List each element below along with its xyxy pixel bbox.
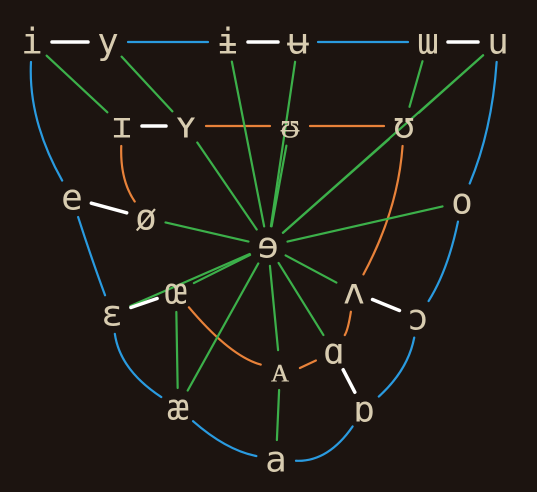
edge-orange-A-alpha: [298, 359, 318, 370]
edge-blue-e-epsilon: [77, 215, 107, 297]
edge-blue-epsilon-ae: [113, 332, 163, 399]
vowel-node-wedge: ʌ: [343, 272, 365, 313]
edge-white-epsilon-oe: [129, 296, 159, 310]
edge-green-i-I: [45, 54, 109, 114]
vowel-node-open_o: ɔ: [407, 298, 429, 339]
edge-green-u_bar-schwa: [269, 60, 297, 228]
vowel-node-epsilon: ɛ: [101, 294, 123, 335]
vowel-node-o_slash: ø: [135, 198, 157, 239]
edge-green-o-schwa: [286, 205, 444, 243]
vowel-node-U_bar: ᵿ: [280, 106, 300, 147]
edge-blue-open_o-turned_alpha: [377, 336, 416, 398]
vowel-node-schwa: ɘ: [257, 226, 279, 267]
edge-green-y-Y: [120, 55, 174, 113]
edge-orange-U-wedge: [362, 144, 404, 276]
edge-green-alpha-schwa: [277, 261, 325, 337]
edge-white-alpha-turned_alpha: [341, 368, 357, 394]
vowel-node-e: e: [61, 178, 83, 219]
edge-blue-i-e: [29, 60, 64, 182]
edge-green-wedge-schwa: [284, 254, 338, 284]
vowel-node-I: ɪ: [111, 106, 133, 147]
edge-green-u-schwa: [281, 54, 485, 234]
vowel-node-a: a: [265, 440, 287, 481]
edge-blue-o-open_o: [427, 220, 460, 303]
vowel-node-i: i: [21, 22, 43, 63]
edges-layer: [29, 40, 498, 462]
vowel-node-A: ᴀ: [271, 350, 290, 391]
edge-green-U_bar-schwa: [270, 144, 288, 228]
vowel-node-oe: œ: [165, 272, 187, 313]
edge-green-A-a: [275, 388, 281, 442]
edge-blue-u-o: [468, 60, 498, 185]
edge-green-Y-schwa: [196, 141, 258, 231]
vowel-node-u_bar: ʉ: [287, 22, 309, 63]
edge-green-o_slash-schwa: [164, 221, 250, 243]
vowel-node-ae: æ: [167, 388, 189, 429]
vowel-node-turned_alpha: ɒ: [353, 390, 375, 431]
edge-green-ae-schwa: [186, 262, 260, 392]
edge-blue-ae-a: [191, 420, 258, 458]
edge-white-wedge-open_o: [370, 297, 402, 313]
vowel-node-Y: ʏ: [175, 106, 197, 147]
vowel-node-alpha: ɑ: [323, 332, 345, 373]
edge-green-i_bar-schwa: [230, 60, 266, 228]
vowel-node-u: u: [487, 22, 509, 63]
edge-orange-oe-A: [187, 306, 262, 366]
vowel-node-U: ʊ: [393, 106, 415, 147]
edge-green-oe-ae: [175, 310, 179, 390]
edge-orange-wedge-alpha: [343, 310, 352, 337]
edge-green-oe-schwa: [192, 253, 252, 285]
edge-green-A-schwa: [268, 264, 280, 352]
edge-white-e-o_slash: [89, 201, 129, 215]
vowel-node-m_turned: ɯ: [417, 22, 439, 63]
vowel-node-o: o: [451, 182, 473, 223]
edge-green-epsilon-schwa: [129, 252, 251, 308]
edge-blue-turned_alpha-a: [294, 425, 354, 462]
vowel-node-y: y: [97, 22, 119, 63]
edge-green-m_turned-U: [408, 60, 424, 108]
edge-orange-I-o_slash: [120, 144, 136, 203]
vowel-node-i_bar: ɨ: [217, 22, 239, 63]
